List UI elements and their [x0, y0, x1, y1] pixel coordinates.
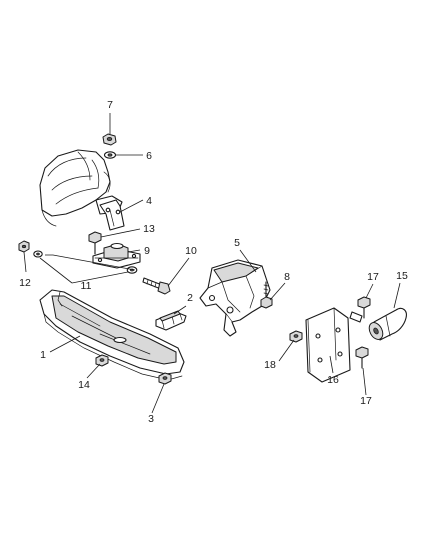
callout-16: 16 [327, 374, 339, 386]
callout-4: 4 [146, 195, 152, 207]
part-6-washer [103, 151, 117, 159]
part-8-bolt [260, 281, 273, 309]
part-1-crossmember [39, 289, 185, 381]
part-14-nut [95, 354, 109, 367]
callout-9: 9 [144, 245, 150, 257]
callout-labels: 7 6 4 13 9 10 11 12 2 1 14 3 5 8 17 15 1… [19, 99, 408, 425]
part-7-nut [102, 133, 117, 146]
part-5-mount-bracket [199, 259, 271, 337]
callout-2: 2 [187, 292, 193, 304]
callout-18: 18 [264, 359, 276, 371]
part-15-damper [368, 307, 407, 341]
callout-5: 5 [234, 237, 240, 249]
part-16-plate [305, 307, 351, 383]
part-11-washer-left [33, 250, 43, 258]
leader-lines [23, 113, 401, 414]
callout-13: 13 [143, 223, 155, 235]
callout-12: 12 [19, 277, 31, 289]
callout-11: 11 [81, 280, 92, 292]
part-10-bolt [142, 277, 171, 295]
callout-7: 7 [107, 99, 113, 111]
part-4-mount-bracket [99, 199, 125, 231]
callout-8: 8 [284, 271, 290, 283]
callout-15: 15 [396, 270, 408, 282]
part-17-bolt-lower [355, 346, 369, 369]
callout-6: 6 [146, 150, 152, 162]
part-12-nut [18, 240, 30, 253]
part-2-clip [155, 310, 187, 331]
part-11-washer-right [126, 266, 138, 274]
part-17-bolt-upper [349, 296, 371, 323]
callout-17-upper: 17 [367, 271, 379, 283]
part-18-nut [289, 330, 303, 343]
callout-3: 3 [148, 413, 154, 425]
callout-10: 10 [185, 245, 197, 257]
callout-14: 14 [78, 379, 90, 391]
part-3-nut [158, 372, 172, 385]
callout-1: 1 [40, 349, 46, 361]
part-13-stud [88, 231, 102, 255]
part-9-transmission-mount [92, 242, 141, 269]
callout-17-lower: 17 [360, 395, 372, 407]
